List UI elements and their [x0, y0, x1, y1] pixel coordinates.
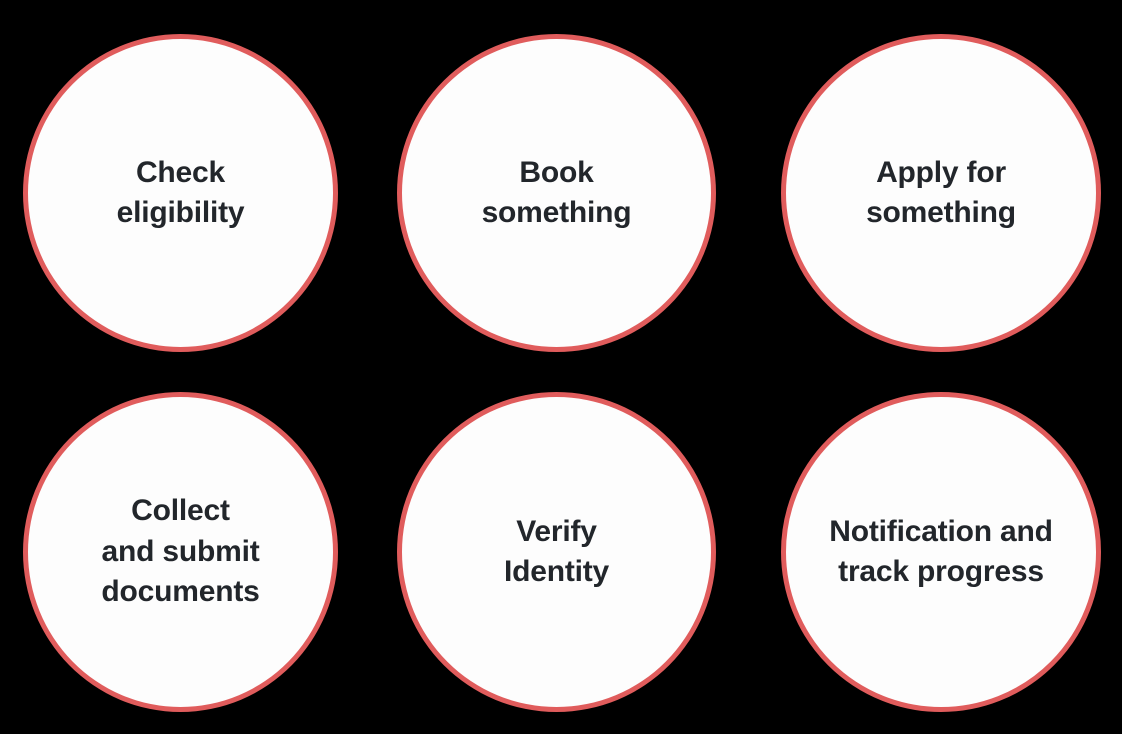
circle-node-label: Notification and track progress — [829, 514, 1053, 589]
circle-node-label: Verify Identity — [503, 514, 610, 589]
circle-node-label: Check eligibility — [116, 155, 245, 230]
circle-node-collect-submit-documents[interactable]: Collect and submit documents — [23, 392, 338, 712]
circle-node-label: Apply for something — [866, 155, 1016, 230]
circle-node-notification-track-progress[interactable]: Notification and track progress — [781, 392, 1101, 712]
circle-node-apply-for-something[interactable]: Apply for something — [781, 34, 1101, 352]
circle-node-check-eligibility[interactable]: Check eligibility — [23, 34, 338, 352]
circle-node-verify-identity[interactable]: Verify Identity — [397, 392, 716, 712]
circle-node-book-something[interactable]: Book something — [397, 34, 716, 352]
circle-node-label: Collect and submit documents — [101, 494, 260, 609]
circle-node-label: Book something — [481, 155, 632, 230]
